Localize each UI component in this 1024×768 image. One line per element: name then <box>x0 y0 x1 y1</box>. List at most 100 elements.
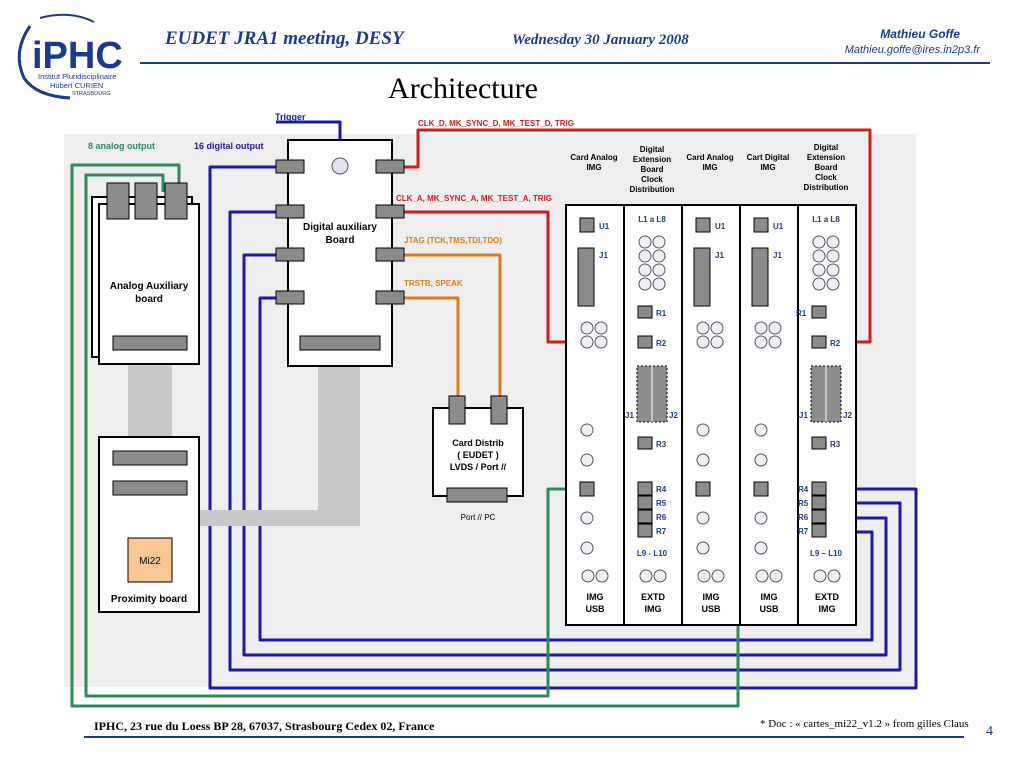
r7-label-col5: R7 <box>798 527 809 536</box>
extension-card-col5: L1 a L8 R1 R2 J1 J2 R3 R4 R5 R6 R7 L9 – … <box>796 215 852 614</box>
pad-col3-8 <box>696 541 710 555</box>
j2-label-col2: J2 <box>669 411 678 420</box>
digital-output-label: 16 digital output <box>194 141 264 151</box>
ext-pad-c5-6 <box>826 263 840 277</box>
col5-header-4: Clock <box>815 173 837 182</box>
output-chip-col4 <box>753 481 769 497</box>
header-divider <box>140 62 990 64</box>
r1-col2 <box>637 305 653 319</box>
col2-header-4: Clock <box>641 175 663 184</box>
r2-label-col2: R2 <box>656 339 667 348</box>
analog-aux-label-1: Analog Auxiliary <box>110 281 189 292</box>
meeting-date: Wednesday 30 January 2008 <box>512 32 689 48</box>
col3-header-1: Card Analog <box>686 153 733 162</box>
r1-label-col5: R1 <box>796 309 807 318</box>
r3-label-col5: R3 <box>830 440 841 449</box>
ext-pad-c5-4 <box>826 249 840 263</box>
pad-col3-7 <box>696 511 710 525</box>
dig-right-connector-2 <box>375 204 405 219</box>
pad-col1-5 <box>580 423 594 437</box>
ext-pad-c2-8 <box>652 277 666 291</box>
blue-wire-4 <box>258 296 874 642</box>
r2-label-col5: R2 <box>830 339 841 348</box>
extension-card-col2: L1 a L8 R1 R2 J1 J2 R3 R4 R5 R6 R7 L9 - … <box>625 215 678 614</box>
ext-pad-c5-2 <box>826 235 840 249</box>
port-pc-label: Port // PC <box>461 513 496 522</box>
usb-label-col1: USB <box>585 604 605 614</box>
col5-header-3: Board <box>814 163 837 172</box>
orange-wire-trstb <box>392 296 460 400</box>
col1-header-2: IMG <box>586 163 601 172</box>
page-title: Architecture <box>388 72 538 105</box>
img-label-col3: IMG <box>703 592 720 602</box>
r6-col5 <box>811 509 827 524</box>
digital-aux-board <box>287 139 393 367</box>
u1-chip-col1 <box>579 217 595 233</box>
img-card-col4: U1 J1 IMG USB <box>751 217 784 614</box>
r6-label-col5: R6 <box>798 513 809 522</box>
proximity-connector-1 <box>112 450 188 466</box>
ext-pad-c2-4 <box>652 249 666 263</box>
ext-pad-c2-5 <box>638 263 652 277</box>
r3-col5 <box>811 436 827 450</box>
dig-left-connector-4 <box>275 290 305 305</box>
pad-col4-9 <box>755 569 769 583</box>
pad-col3-4 <box>710 335 724 349</box>
u1-chip-col4 <box>753 217 769 233</box>
blue-wire-3 <box>242 253 888 657</box>
col2-header-3: Board <box>640 165 663 174</box>
r7-col2 <box>637 523 653 538</box>
r4-label-col2: R4 <box>656 485 667 494</box>
jtag-label: JTAG (TCK,TMS,TDI,TDO) <box>404 236 502 245</box>
r5-col2 <box>637 495 653 510</box>
pad-col4-10 <box>769 569 783 583</box>
r6-col2 <box>637 509 653 524</box>
r4-label-col5: R4 <box>798 485 809 494</box>
ext-pad-c5-7 <box>812 277 826 291</box>
pad-col4-3 <box>754 335 768 349</box>
usb-label-col3: USB <box>701 604 721 614</box>
dig-bottom-connector <box>299 335 381 351</box>
col4-header-2: IMG <box>760 163 775 172</box>
dig-right-connector-4 <box>375 290 405 305</box>
col5-header-1: Digital <box>814 143 838 152</box>
img-label-col2: IMG <box>645 604 662 614</box>
iphc-logo: iPHC Institut Pluridisciplinaire Hubert … <box>17 13 123 100</box>
ext-pad-c2-10 <box>653 569 667 583</box>
u1-label-col4: U1 <box>773 222 784 231</box>
footer-divider <box>84 736 964 738</box>
ext-pad-c2-3 <box>638 249 652 263</box>
r7-label-col2: R7 <box>656 527 667 536</box>
pad-col3-6 <box>696 453 710 467</box>
img-card-col3: U1 J1 IMG USB <box>693 217 726 614</box>
clk-a-label: CLK_A, MK_SYNC_A, MK_TEST_A, TRIG <box>396 194 552 203</box>
dig-right-connector-1 <box>375 159 405 174</box>
dig-right-connector-3 <box>375 247 405 262</box>
r2-col2 <box>637 335 653 349</box>
img-label-col1: IMG <box>587 592 604 602</box>
col2-header-1: Digital <box>640 145 664 154</box>
usb-label-col4: USB <box>759 604 779 614</box>
j1-connector-col4 <box>751 247 769 307</box>
analog-output-label: 8 analog output <box>88 141 155 151</box>
r1-col5 <box>811 305 827 319</box>
j1-connector-col1 <box>577 247 595 307</box>
col5-header-5: Distribution <box>804 183 849 192</box>
j1-label-col1: J1 <box>599 251 608 260</box>
l1-l8-label-col5: L1 a L8 <box>812 215 840 224</box>
card-distrib-connector-2 <box>490 395 508 425</box>
r3-col2 <box>637 436 653 450</box>
dig-left-connector-2 <box>275 204 305 219</box>
r1-label-col2: R1 <box>656 309 667 318</box>
orange-wire-jtag <box>392 253 502 400</box>
pad-col1-6 <box>580 453 594 467</box>
col3-header-2: IMG <box>702 163 717 172</box>
blue-wire-2 <box>228 210 902 672</box>
ext-pad-c5-5 <box>812 263 826 277</box>
r5-label-col2: R5 <box>656 499 667 508</box>
page-number: 4 <box>986 724 993 739</box>
ext-pad-c2-7 <box>638 277 652 291</box>
digital-aux-label-1: Digital auxiliary <box>303 222 377 233</box>
ext-pad-c2-9 <box>639 569 653 583</box>
